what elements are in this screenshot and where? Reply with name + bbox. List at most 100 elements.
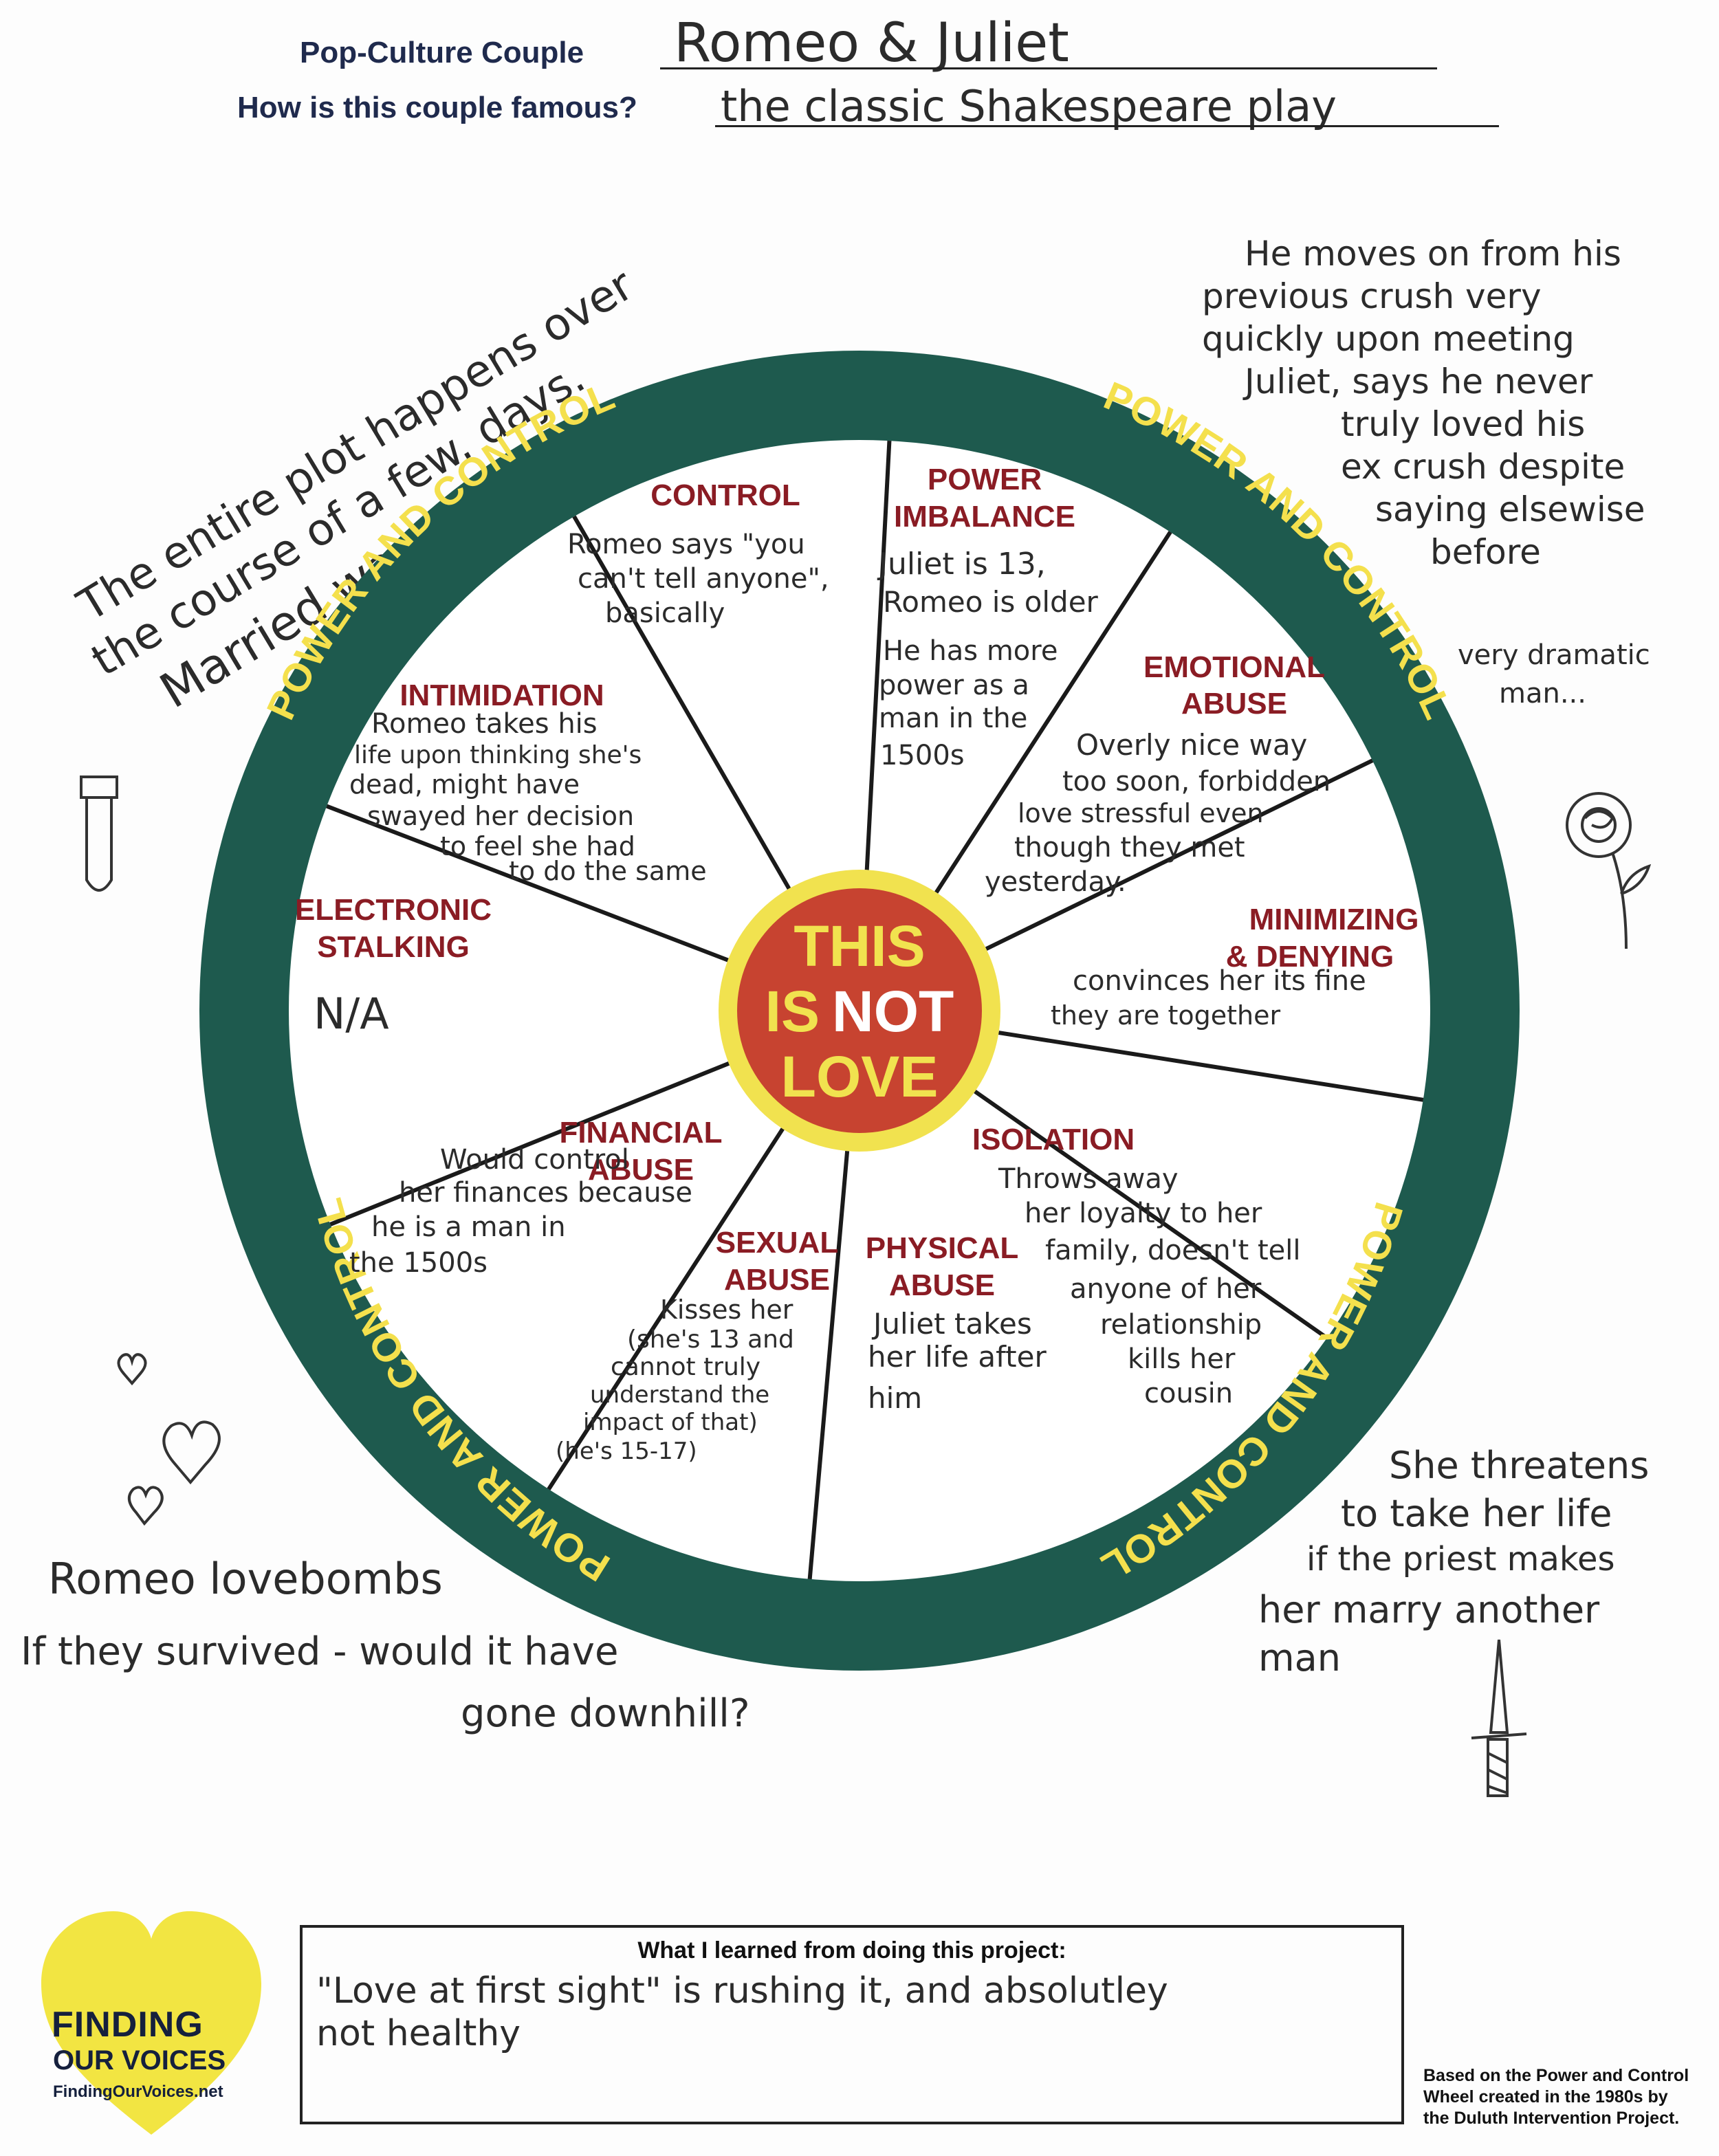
segment-note: Romeo says "you xyxy=(567,529,805,560)
segment-label: SEXUAL xyxy=(716,1226,838,1260)
segment-label: ABUSE xyxy=(1181,687,1287,720)
heart-logo-icon xyxy=(41,1911,261,2135)
couple-underline xyxy=(660,67,1437,69)
segment-note: too soon, forbidden xyxy=(1062,766,1331,798)
segment-label: ABUSE xyxy=(724,1263,830,1297)
segment-note: the 1500s xyxy=(349,1247,488,1279)
segment-note: Kisses her xyxy=(660,1295,793,1325)
note-bottom-left-line1: Romeo lovebombs xyxy=(48,1554,443,1604)
segment-label: FINANCIAL xyxy=(559,1116,722,1150)
segment-note: N/A xyxy=(314,989,389,1039)
note-top-right-line7: saying elsewise xyxy=(1375,490,1645,529)
segment-note: life upon thinking she's xyxy=(354,741,642,769)
segment-label: & DENYING xyxy=(1226,940,1394,974)
segment-label: IMBALANCE xyxy=(894,500,1075,534)
segment-label: MINIMIZING xyxy=(1249,903,1419,936)
note-bottom-right: She threatens to take her life if the pr… xyxy=(1251,1444,1705,1691)
note-bottom-left-line3: gone downhill? xyxy=(461,1691,750,1736)
segment-note: understand the xyxy=(590,1381,769,1409)
segment-electronic-stalking: ELECTRONIC STALKING N/A xyxy=(295,893,492,1039)
segment-note: Romeo takes his xyxy=(371,708,598,740)
wheel-spoke xyxy=(572,515,791,890)
segment-note: dead, might have xyxy=(349,769,580,800)
segment-note: Juliet takes xyxy=(871,1307,1032,1341)
note-top-right-line6: ex crush despite xyxy=(1341,447,1625,487)
note-top-right-line2: previous crush very xyxy=(1202,276,1542,316)
logo-url[interactable]: FindingOurVoices.net xyxy=(53,2082,223,2101)
famous-value[interactable]: the classic Shakespeare play xyxy=(721,81,1337,131)
learned-line1[interactable]: "Love at first sight" is rushing it, and… xyxy=(316,1970,1168,2012)
segment-note: to do the same xyxy=(509,856,707,886)
segment-note: basically xyxy=(605,597,725,629)
segment-note: (he's 15-17) xyxy=(556,1438,697,1465)
wheel-credit: Based on the Power and Control Wheel cre… xyxy=(1423,2066,1689,2128)
segment-physical-abuse: PHYSICAL ABUSE Juliet takes her life aft… xyxy=(866,1231,1047,1415)
segment-note: her loyalty to her xyxy=(1025,1198,1262,1229)
note-bottom-right-line4: her marry another xyxy=(1258,1588,1600,1631)
wheel-spoke xyxy=(998,1031,1424,1102)
learned-line2[interactable]: not healthy xyxy=(316,2013,521,2054)
note-top-right-line3: quickly upon meeting xyxy=(1202,319,1575,359)
note-dramatic-line2: man... xyxy=(1499,678,1586,710)
segment-note: swayed her decision xyxy=(367,801,634,831)
wheel-spoke xyxy=(547,1128,785,1490)
segment-note: convinces her its fine xyxy=(1073,965,1366,997)
segment-note: relationship xyxy=(1100,1309,1262,1341)
segment-label: PHYSICAL xyxy=(866,1231,1018,1265)
segment-minimizing-denying: MINIMIZING & DENYING convinces her its f… xyxy=(1051,903,1419,1031)
segment-label: ABUSE xyxy=(889,1268,995,1302)
segment-note: Overly nice way xyxy=(1076,728,1307,762)
note-dramatic: very dramatic man... xyxy=(1458,639,1705,736)
segment-note: yesterday. xyxy=(985,866,1126,898)
segment-note: family, doesn't tell xyxy=(1045,1235,1300,1266)
wheel-spoke xyxy=(329,1062,730,1226)
note-bottom-left: Romeo lovebombs If they survived - would… xyxy=(21,1540,846,1767)
center-line1: THIS xyxy=(793,914,925,978)
note-bottom-left-line2: If they survived - would it have xyxy=(21,1629,619,1674)
center-line3: LOVE xyxy=(781,1044,939,1109)
segment-note: him xyxy=(868,1381,922,1415)
note-top-right-line1: He moves on from his xyxy=(1245,234,1621,274)
segment-power-imbalance: POWER IMBALANCE Juliet is 13, Romeo is o… xyxy=(877,463,1099,771)
segment-note: impact of that) xyxy=(583,1409,758,1436)
center-inner xyxy=(737,888,982,1133)
segment-control: CONTROL Romeo says "you can't tell anyon… xyxy=(567,478,829,629)
note-bottom-right-line3: if the priest makes xyxy=(1306,1540,1615,1578)
segment-note: cannot truly xyxy=(611,1353,760,1381)
segment-note: kills her xyxy=(1128,1343,1236,1375)
wheel-spokes xyxy=(326,440,1424,1580)
segment-label: EMOTIONAL xyxy=(1143,650,1325,684)
segment-note: they are together xyxy=(1051,1000,1280,1031)
segment-note: power as a xyxy=(879,670,1029,701)
note-top-right-line5: truly loved his xyxy=(1341,404,1586,444)
note-bottom-right-line1: She threatens xyxy=(1389,1444,1650,1487)
segment-note: though they met xyxy=(1014,832,1245,864)
wheel-spoke xyxy=(864,440,892,870)
segment-label: ISOLATION xyxy=(972,1123,1135,1156)
segment-emotional-abuse: EMOTIONAL ABUSE Overly nice way too soon… xyxy=(985,650,1331,898)
segment-note: He has more xyxy=(883,635,1058,667)
segment-note: can't tell anyone", xyxy=(578,563,829,595)
segment-note: (she's 13 and xyxy=(627,1326,794,1354)
note-bottom-right-line2: to take her life xyxy=(1341,1492,1612,1535)
note-bottom-right-line5: man xyxy=(1258,1636,1341,1680)
segment-note: man in the xyxy=(879,703,1027,734)
wheel-spoke xyxy=(974,1090,1328,1340)
logo-line1: FINDING xyxy=(52,2005,204,2045)
note-top-right-line4: Juliet, says he never xyxy=(1245,362,1593,402)
wheel-spoke xyxy=(985,758,1374,951)
segment-note: anyone of her xyxy=(1070,1273,1262,1305)
segment-sexual-abuse: SEXUAL ABUSE Kisses her (she's 13 and ca… xyxy=(556,1226,838,1465)
finding-our-voices-logo[interactable]: FINDING OUR VOICES FindingOurVoices.net xyxy=(38,1908,265,2138)
famous-underline xyxy=(715,125,1499,127)
segment-label: ELECTRONIC xyxy=(295,893,492,927)
note-top-right: He moves on from his previous crush very… xyxy=(1190,234,1712,619)
segment-note: to feel she had xyxy=(440,831,635,861)
segment-intimidation: INTIMIDATION Romeo takes his life upon t… xyxy=(349,679,707,886)
segment-note: Juliet is 13, xyxy=(877,547,1046,582)
couple-value[interactable]: Romeo & Juliet xyxy=(674,12,1069,74)
segment-label: STALKING xyxy=(317,930,470,964)
